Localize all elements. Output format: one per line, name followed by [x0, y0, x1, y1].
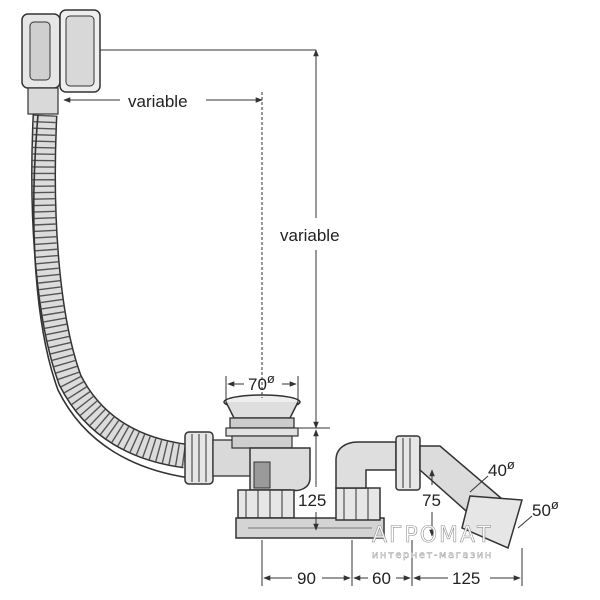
label-outlet-50: 50ø [532, 497, 559, 520]
watermark-brand: АГРОМАТ [372, 523, 493, 548]
label-height-125: 125 [298, 491, 326, 510]
dimension-lines [63, 49, 533, 586]
siphon-trap [335, 435, 523, 550]
label-width-60: 60 [372, 569, 391, 588]
label-diameter-70: 70ø [248, 371, 275, 394]
label-variable-horizontal: variable [128, 92, 188, 111]
corrugated-hose [31, 114, 191, 479]
label-height-75: 75 [422, 491, 441, 510]
label-width-90: 90 [297, 569, 316, 588]
watermark: АГРОМАТ интернет-магазин [372, 523, 493, 562]
overflow-fitting [21, 9, 101, 115]
label-width-125: 125 [452, 569, 480, 588]
label-outlet-40: 40ø [488, 457, 515, 480]
drain-strainer [223, 394, 301, 449]
watermark-tagline: интернет-магазин [372, 550, 493, 561]
drain-body [235, 447, 385, 539]
label-variable-vertical: variable [280, 226, 340, 245]
